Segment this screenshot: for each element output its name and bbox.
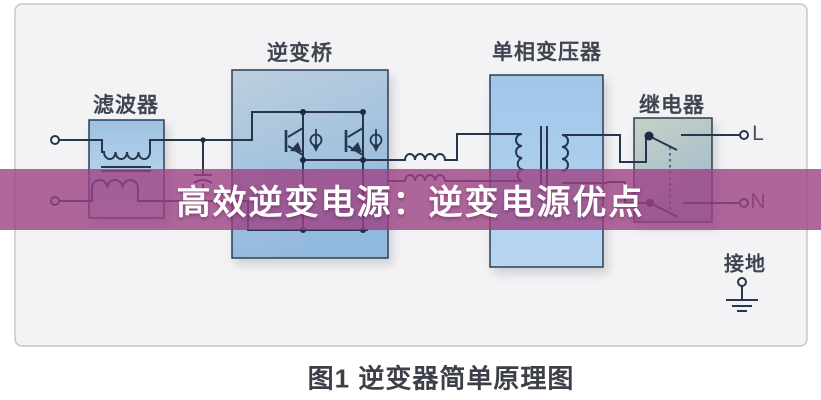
banner-title-text: 高效逆变电源：逆变电源优点 — [176, 184, 645, 222]
title-banner: 高效逆变电源：逆变电源优点 — [0, 169, 821, 230]
filter-label: 滤波器 — [93, 94, 159, 117]
relay-label: 继电器 — [639, 94, 705, 117]
wire-output-top — [303, 133, 522, 161]
igbt-devices — [284, 127, 383, 156]
terminal-L-label: L — [752, 122, 764, 145]
relay-contact-top — [644, 131, 654, 141]
transformer-secondary — [561, 134, 569, 172]
igbt-2 — [344, 127, 383, 156]
inverter-bridge-label: 逆变桥 — [267, 42, 333, 65]
wire-top-input — [59, 111, 363, 160]
transformer-label: 单相变压器 — [492, 41, 602, 64]
igbt-1 — [284, 127, 323, 156]
wire-secondary-top — [562, 134, 647, 163]
terminal-L-circle — [739, 130, 749, 140]
input-terminal-top — [50, 135, 60, 145]
figure-caption: 图1 逆变器简单原理图 — [307, 363, 575, 394]
ground-terminal-circle — [737, 277, 747, 287]
relay-blade-top — [650, 136, 678, 151]
ground-symbol — [726, 286, 758, 312]
ground-label: 接地 — [724, 253, 766, 276]
